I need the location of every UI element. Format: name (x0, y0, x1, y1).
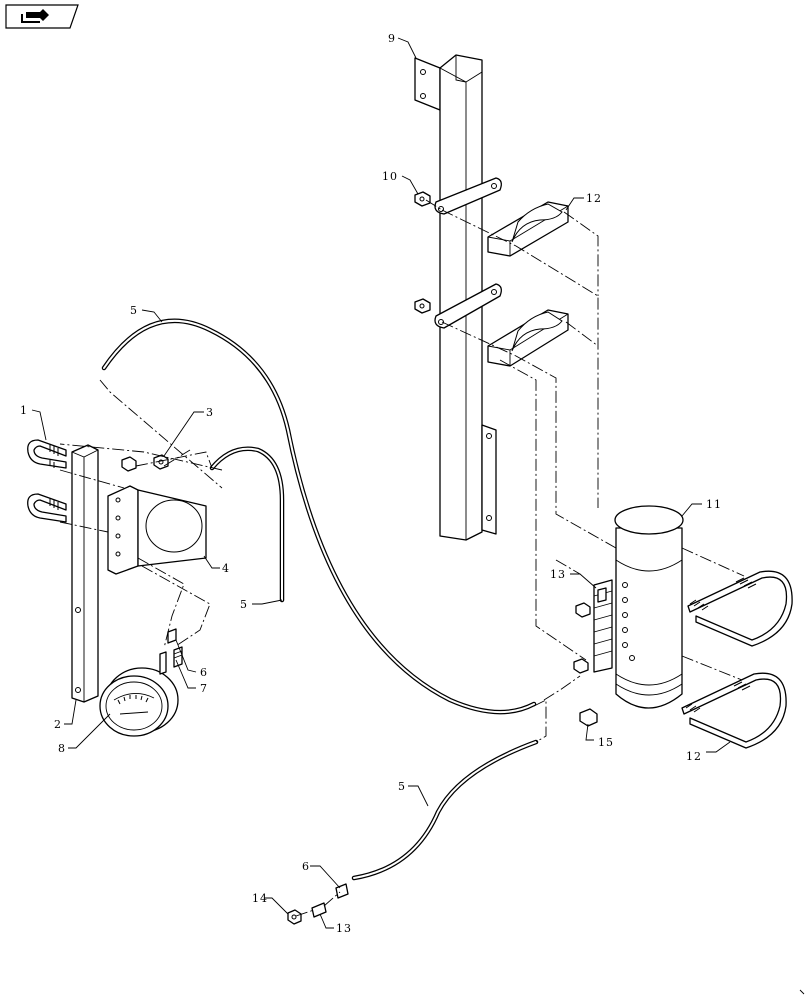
part-15-bolt (579, 708, 598, 727)
callout-13-fittings: 13 (550, 568, 566, 581)
callout-5-short-tube: 5 (240, 598, 248, 611)
part-2-post (71, 444, 99, 703)
part-5-tube-short (209, 446, 285, 603)
part-1-u-bolt-upper (27, 439, 67, 469)
assembly-centerlines (59, 199, 745, 917)
bracket-nut (121, 456, 137, 472)
callout-2: 2 (54, 718, 62, 731)
part-13-fittings-stack (593, 579, 613, 673)
post-strap-lower (434, 283, 502, 329)
callout-5-long-tube: 5 (130, 304, 138, 317)
part-10-nut-second (414, 298, 431, 314)
part-6-fitting-gauge (167, 628, 177, 644)
part-10-nut (414, 191, 431, 207)
corner-mark (799, 989, 805, 995)
post-strap-upper (434, 177, 502, 215)
callout-4: 4 (222, 562, 230, 575)
callout-11: 11 (706, 498, 722, 511)
part-4-gauge-bracket (107, 485, 207, 575)
part-12-u-bolt-lower (681, 672, 787, 749)
callout-14: 14 (252, 892, 268, 905)
part-13-fitting-bottom (311, 902, 327, 918)
callout-6-bottom: 6 (302, 860, 310, 873)
callout-3: 3 (206, 406, 214, 419)
part-12-u-bolt-upper (687, 570, 793, 647)
callout-7: 7 (200, 682, 208, 695)
callout-15: 15 (598, 736, 614, 749)
part-8-pressure-gauge (99, 667, 179, 737)
callout-5-bottom-tube: 5 (398, 780, 406, 793)
callout-10: 10 (382, 170, 398, 183)
part-1-u-bolt-lower (27, 493, 67, 523)
cylinder-fitting-holes (622, 582, 635, 661)
callout-13-bottom: 13 (336, 922, 352, 935)
part-14-nut (287, 909, 302, 925)
callout-12-lower: 12 (686, 750, 702, 763)
part-11-cylinder (614, 505, 684, 709)
callout-6-gauge: 6 (200, 666, 208, 679)
callout-leaders (31, 37, 731, 929)
callout-9: 9 (388, 32, 396, 45)
part-7-fitting (159, 646, 183, 675)
part-5-tube-long (101, 318, 537, 715)
callout-12-upper: 12 (586, 192, 602, 205)
fitting-nut-lower (573, 658, 589, 674)
part-12-saddle-lower (487, 309, 569, 367)
part-5-tube-bottom (351, 739, 539, 881)
callout-8: 8 (58, 742, 66, 755)
callout-1: 1 (20, 404, 28, 417)
folder-arrow-icon[interactable] (5, 4, 79, 29)
part-9-mounting-post (414, 54, 497, 541)
fitting-nut-upper (575, 602, 591, 618)
part-12-saddle-upper (487, 201, 569, 257)
callout-labels: 9 10 12 11 13 5 1 3 4 5 6 7 2 8 15 12 5 … (20, 32, 722, 935)
